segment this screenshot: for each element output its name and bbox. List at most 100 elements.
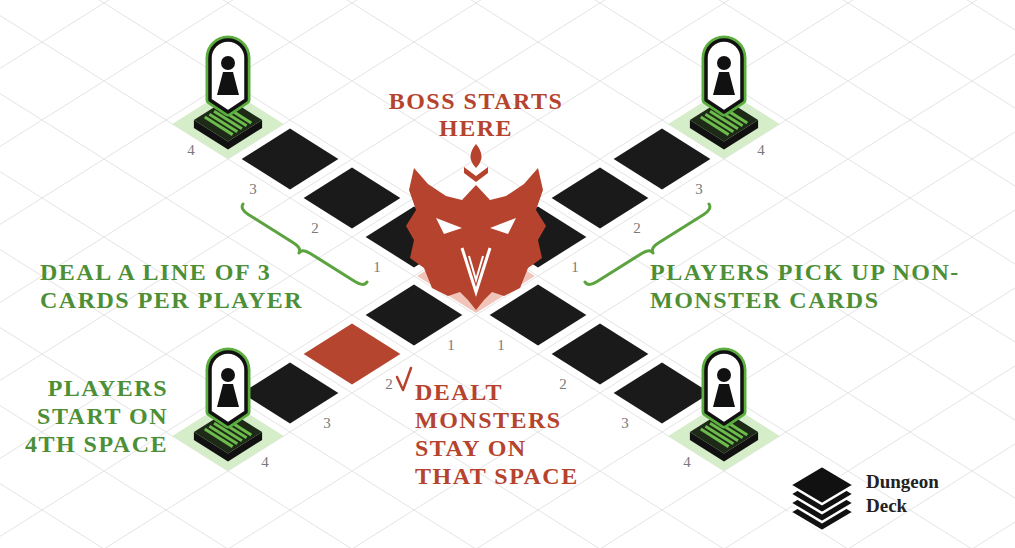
text-holder: 2 [543,374,583,394]
deck-label: Dungeon Deck [866,470,966,518]
dungeon-card [552,168,649,229]
text-holder: 1 [431,335,471,355]
boss-snout [469,256,483,280]
callout-text: PLAYERS START ON 4TH SPACE [4,374,168,458]
dungeon-card [614,363,711,424]
text-holder: 3 [307,413,347,433]
space-number: 3 [233,179,273,199]
text-holder: 3 [233,179,273,199]
player-start [172,352,284,471]
grid-line [0,101,755,548]
pawn-shield [210,352,246,424]
text-holder: DEAL A LINE OF 3 CARDS PER PLAYER [40,258,330,314]
grid-line [0,23,879,548]
grid-line [11,0,1015,548]
grid-line [11,0,1015,548]
grid-line [197,101,1015,548]
callout-text: PLAYERS PICK UP NON-MONSTER CARDS [650,258,990,314]
boss-flame [471,144,482,168]
text-holder: BOSS STARTS HERE [366,88,586,142]
text-holder: 1 [481,335,521,355]
space-number: 2 [369,374,409,394]
space-number: 1 [357,257,397,277]
boss-eye [490,218,516,234]
grid-line [0,0,693,413]
boss-snout [462,248,490,292]
pawn-outline [706,352,742,424]
pawn-shield [210,40,246,112]
space-number: 2 [617,218,657,238]
pawn-outline [210,352,246,424]
text-holder: 4 [667,452,707,472]
space-number: 1 [431,335,471,355]
red-leader [397,368,411,390]
grid-line [259,140,1015,548]
space-number: 3 [307,413,347,433]
pawn-body [217,72,239,95]
dungeon-card [242,363,339,424]
text-holder: 1 [357,257,397,277]
text-holder: 2 [617,218,657,238]
callout-marks [242,204,710,390]
space-number: 3 [679,179,719,199]
player-start [172,40,284,159]
text-holder: Dungeon Deck [866,470,966,518]
grid-line [197,0,1015,452]
space-number: 1 [481,335,521,355]
grid-line [0,0,631,374]
callout-text: DEALT MONSTERS STAY ON THAT SPACE [415,378,595,490]
grid-line [445,257,1015,548]
monster-card [304,324,401,385]
pawn-head [221,56,235,70]
callout-text: BOSS STARTS HERE [366,88,586,142]
text-holder: PLAYERS PICK UP NON-MONSTER CARDS [650,258,990,314]
grid-line [259,0,1015,413]
grid-line [0,296,445,548]
boss-figure [406,144,546,310]
grid-line [383,0,1015,335]
grid-line [507,296,1015,548]
boss-eye [436,218,462,234]
text-holder: PLAYERS START ON 4TH SPACE [4,374,168,458]
boss-head [406,168,546,310]
pawn-shield [706,352,742,424]
space-number: 4 [741,140,781,160]
pawn-body [713,72,735,95]
dungeon-deck [790,466,854,531]
space-number: 4 [245,452,285,472]
grid-line [73,23,1015,548]
player-start [668,40,780,159]
text-holder: 4 [245,452,285,472]
space-number: 2 [543,374,583,394]
callout-text: DEAL A LINE OF 3 CARDS PER PLAYER [40,258,330,314]
pawn-head [717,368,731,382]
space-number: 1 [555,257,595,277]
pawn-body [217,384,239,407]
deck-card [790,466,854,504]
pawn-head [717,56,731,70]
text-holder: 2 [295,218,335,238]
pawn-shield [706,40,742,112]
grid-line [321,0,1015,374]
text-holder: 2 [369,374,409,394]
